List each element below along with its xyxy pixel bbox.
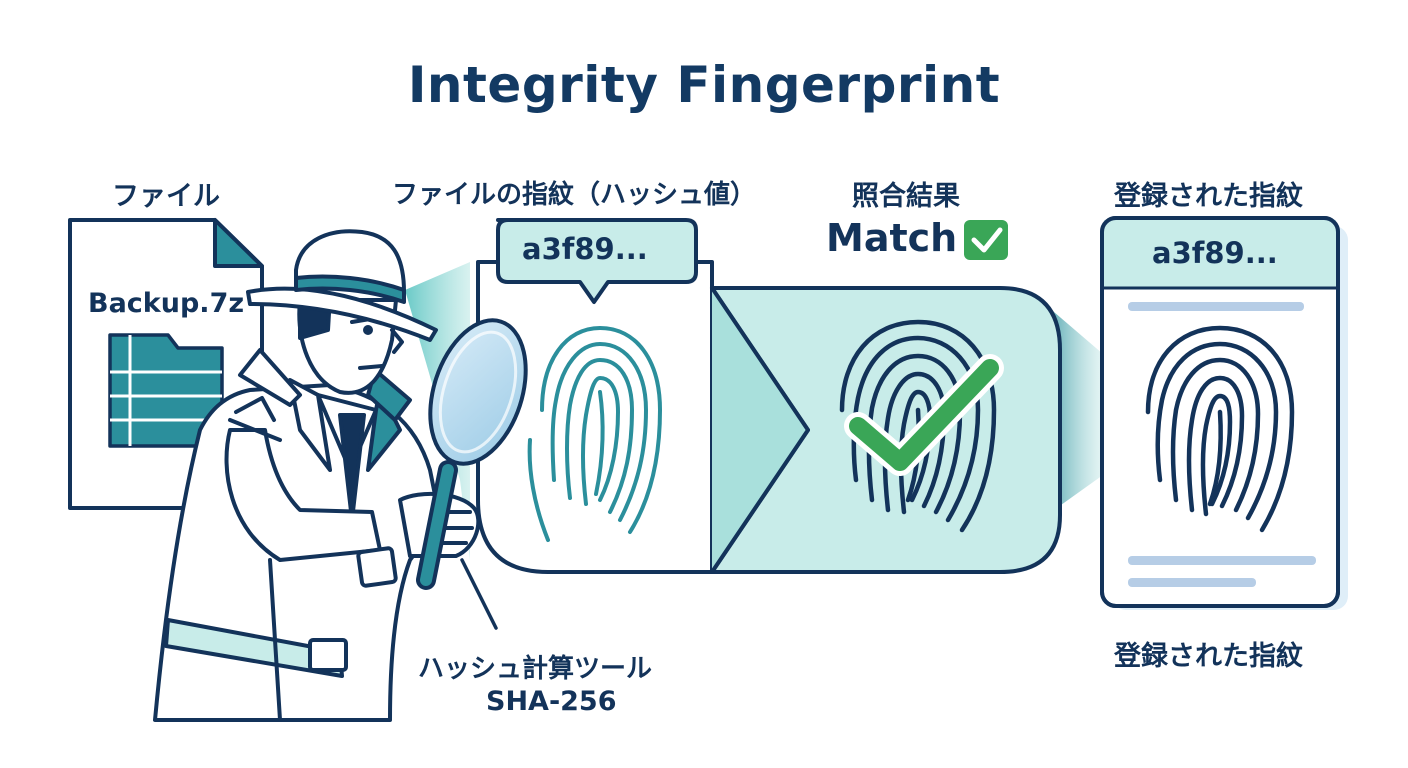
registered-fingerprint-label-bottom: 登録された指紋 xyxy=(1114,641,1303,672)
registered-fingerprint-label-top: 登録された指紋 xyxy=(1114,181,1303,212)
fingerprint-panel xyxy=(476,260,714,574)
file-label: ファイル xyxy=(112,181,220,212)
page-title: Integrity Fingerprint xyxy=(407,56,1001,114)
computed-hash-value: a3f89... xyxy=(522,232,648,266)
hash-bubble xyxy=(496,218,698,304)
hash-tool-label: ハッシュ計算ツール xyxy=(418,654,653,684)
match-badge-icon xyxy=(964,220,1008,260)
file-name: Backup.7z xyxy=(88,288,245,319)
comparison-result-label: 照合結果 xyxy=(852,181,960,212)
tool-pointer xyxy=(460,558,498,630)
archive-folder-icon xyxy=(108,333,224,448)
detective-illustration xyxy=(153,229,481,722)
magnifying-glass-icon xyxy=(416,318,528,590)
registered-hash-value: a3f89... xyxy=(1152,236,1278,270)
match-result-text: Match xyxy=(826,216,958,260)
computed-fingerprint-icon xyxy=(527,325,663,542)
match-checkmark-icon xyxy=(844,354,1004,476)
file-fingerprint-label: ファイルの指紋（ハッシュ値） xyxy=(392,180,757,210)
registered-card xyxy=(1100,216,1348,610)
registered-fingerprint-icon xyxy=(1145,325,1295,533)
hash-algorithm-label: SHA-256 xyxy=(486,686,617,717)
